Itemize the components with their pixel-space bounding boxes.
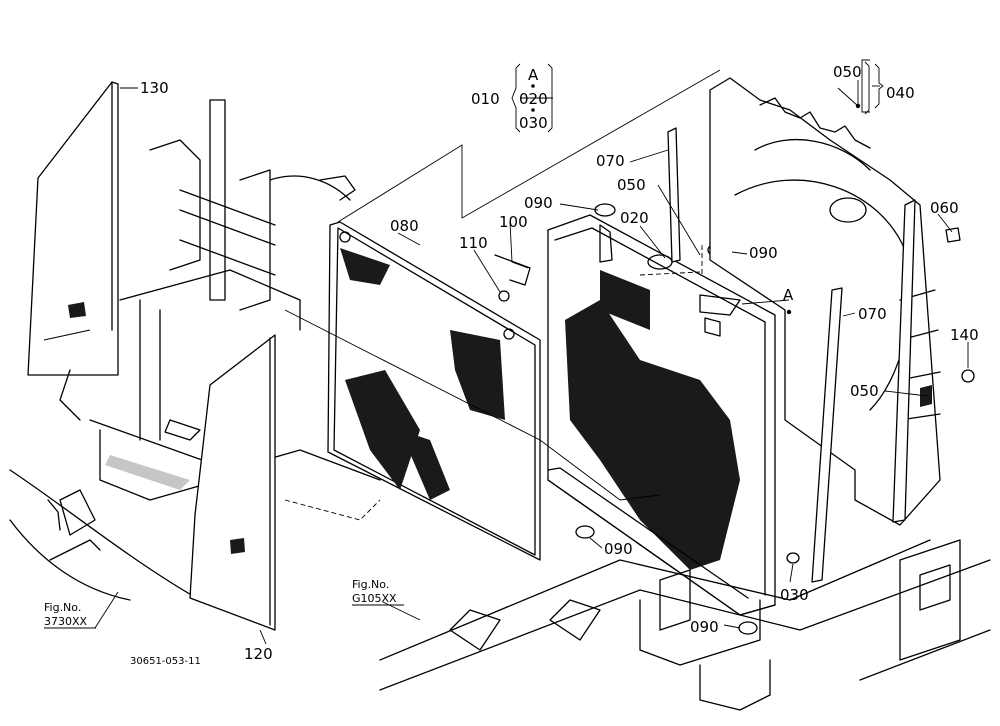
ref-label-mid: Fig.No.: [352, 578, 389, 591]
callout-080: 080: [390, 217, 419, 235]
callout-090-right: 090: [749, 244, 778, 262]
callout-110: 110: [459, 234, 488, 252]
side-cover-130: [27, 81, 119, 376]
callout-070-top: 070: [596, 152, 625, 170]
grille-screen-080: [327, 221, 541, 561]
front-panel-120: [189, 334, 381, 631]
callout-010: 010: [471, 90, 500, 108]
group-bracket-outer: [874, 63, 884, 109]
ref-value-mid: G105XX: [352, 592, 397, 605]
ref-label-left: Fig.No.: [44, 601, 81, 614]
callout-030-group: 030: [519, 114, 548, 132]
callout-050-mid: 050: [617, 176, 646, 194]
leader-lines: [94, 59, 969, 645]
callout-060: 060: [930, 199, 959, 217]
group-dot: [531, 84, 535, 88]
callout-020: 020: [620, 209, 649, 227]
callout-100: 100: [499, 213, 528, 231]
callout-040: 040: [886, 84, 915, 102]
callout-090-lower: 090: [690, 618, 719, 636]
callout-070-right: 070: [858, 305, 887, 323]
callout-030: 030: [780, 586, 809, 604]
group-bracket-left: [511, 63, 521, 133]
callout-050-right: 050: [850, 382, 879, 400]
callout-120: 120: [244, 645, 273, 663]
figure-id: 30651-053-11: [130, 656, 201, 667]
group-bracket-right: [547, 63, 553, 133]
ref-value-left: 3730XX: [44, 615, 88, 628]
callout-a-radiator: A: [783, 286, 794, 304]
callout-050-top: 050: [833, 63, 862, 81]
rubber-strip-070: [667, 127, 916, 583]
hardware: [494, 227, 975, 383]
callout-090-bottom: 090: [604, 540, 633, 558]
callout-140: 140: [950, 326, 979, 344]
ref-dot: [786, 309, 792, 315]
callout-130: 130: [140, 79, 169, 97]
callout-labels: 130 010 A 020 030 050 040 070 050 090 10…: [140, 63, 979, 663]
group-bracket-right: [864, 61, 870, 115]
callout-020-group: 020: [519, 90, 548, 108]
callout-090-left: 090: [524, 194, 553, 212]
figure-references: Fig.No. 3730XX Fig.No. G105XX 30651-053-…: [44, 578, 404, 667]
projection-lines: [284, 69, 721, 501]
callout-a-top: A: [528, 66, 539, 84]
ref-dot: [855, 103, 861, 109]
group-dot: [531, 108, 535, 112]
radiator-core: [547, 203, 800, 635]
floor-frame: [9, 99, 381, 601]
main-frame-rails: [379, 539, 991, 711]
